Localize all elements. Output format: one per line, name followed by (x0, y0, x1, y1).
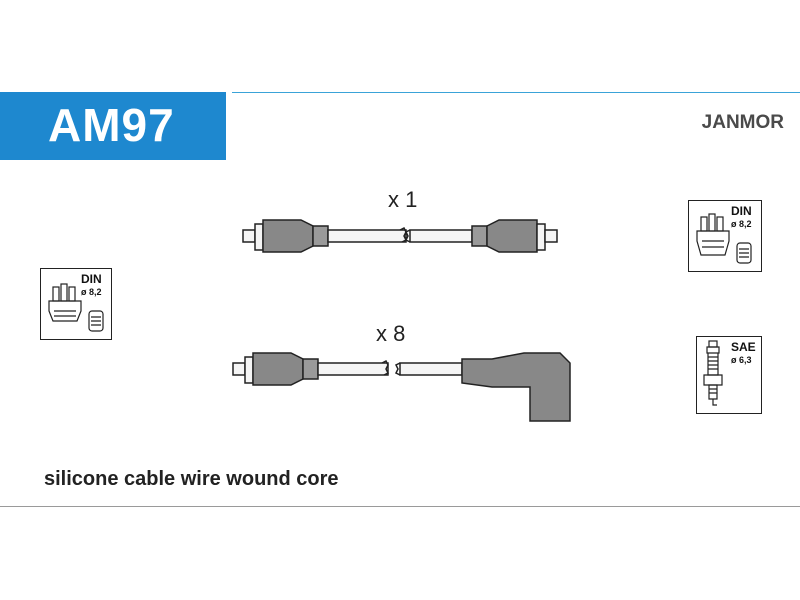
plug-diameter-label: ø 6,3 (731, 355, 752, 365)
spark-plug-icon (703, 340, 723, 406)
left-distributor-connector-box: DIN ø 8,2 (40, 268, 112, 340)
brand-name: JANMOR (701, 112, 784, 133)
part-code: AM97 (48, 99, 175, 151)
cable-description: silicone cable wire wound core (44, 468, 339, 490)
spark-plug-connector-box: SAE ø 6,3 (696, 336, 762, 414)
cable-1-drawing (242, 219, 558, 253)
cable-8-drawing (232, 352, 571, 422)
part-code-banner (0, 92, 226, 160)
distributor-cap-icon-right (696, 213, 752, 264)
right-distributor-connector-box: DIN ø 8,2 (688, 200, 762, 272)
right-standard-label: DIN (731, 204, 752, 218)
plug-standard-label: SAE (731, 340, 756, 354)
bottom-divider (0, 506, 800, 507)
cable-8-quantity: x 8 (376, 321, 406, 346)
right-diameter-label: ø 8,2 (731, 219, 752, 229)
top-divider (232, 92, 800, 93)
left-diameter-label: ø 8,2 (81, 287, 102, 297)
cable-1-quantity: x 1 (388, 187, 418, 212)
left-standard-label: DIN (81, 272, 102, 286)
distributor-cap-icon (48, 283, 104, 332)
